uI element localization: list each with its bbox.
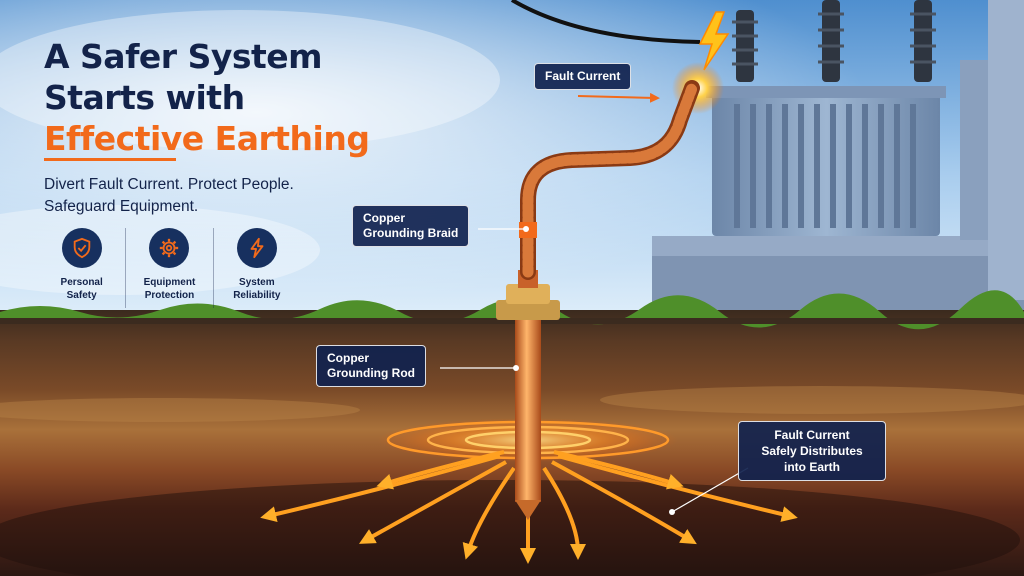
- benefit-equipment-protection: Equipment Protection: [125, 228, 212, 308]
- braid-marker-dot: [523, 226, 529, 232]
- callout-grounding-braid: Copper Grounding Braid: [352, 205, 470, 247]
- benefit-system-reliability: System Reliability: [212, 228, 300, 308]
- headline-underline: [44, 158, 176, 161]
- lightning-icon: [236, 228, 277, 268]
- benefits-row: Personal Safety Equipment Protection Sys…: [38, 228, 300, 308]
- earth-marker-dot: [669, 509, 675, 515]
- benefit-label-line-2: Protection: [144, 290, 195, 301]
- lightning-bolt: [698, 11, 730, 71]
- subtitle: Divert Fault Current. Protect People. Sa…: [44, 174, 404, 218]
- benefit-label-line-1: Personal: [60, 277, 103, 288]
- benefit-label-line-1: System: [239, 277, 275, 288]
- gear-icon: [149, 228, 190, 268]
- grounding-rod: [496, 270, 560, 520]
- benefit-label: Equipment Protection: [144, 276, 196, 302]
- callout-text-line-1: Copper: [327, 351, 369, 365]
- subtitle-line-1: Divert Fault Current. Protect People.: [44, 176, 294, 193]
- benefit-label: System Reliability: [233, 276, 280, 302]
- callout-text: Fault Current: [545, 69, 621, 83]
- callout-text-line-1: Copper: [363, 211, 405, 225]
- rod-marker-dot: [513, 365, 519, 371]
- callout-fault-current: Fault Current: [534, 63, 632, 90]
- subtitle-line-2: Safeguard Equipment.: [44, 198, 199, 215]
- headline-highlight: Effective Earthing: [44, 119, 370, 158]
- benefit-personal-safety: Personal Safety: [38, 228, 125, 308]
- shield-check-icon: [61, 228, 102, 268]
- headline-line-1: A Safer System: [44, 37, 323, 76]
- callout-text-line-3: into Earth: [784, 460, 840, 474]
- callout-grounding-rod: Copper Grounding Rod: [316, 345, 426, 387]
- callout-safe-distribution: Fault Current Safely Distributes into Ea…: [738, 421, 886, 481]
- headline-line-2: Starts with: [44, 78, 245, 117]
- benefit-label-line-2: Safety: [66, 290, 97, 301]
- callout-text-line-2: Grounding Rod: [327, 366, 415, 380]
- callout-text-line-2: Safely Distributes: [761, 444, 863, 458]
- benefit-label-line-2: Reliability: [233, 290, 281, 301]
- distribution-arrows: [260, 450, 798, 564]
- benefit-label: Personal Safety: [61, 276, 103, 302]
- headline: A Safer System Starts with Effective Ear…: [44, 36, 464, 159]
- callout-text-line-1: Fault Current: [774, 428, 850, 442]
- benefit-label-line-1: Equipment: [143, 277, 196, 288]
- callout-text-line-2: Grounding Braid: [363, 226, 459, 240]
